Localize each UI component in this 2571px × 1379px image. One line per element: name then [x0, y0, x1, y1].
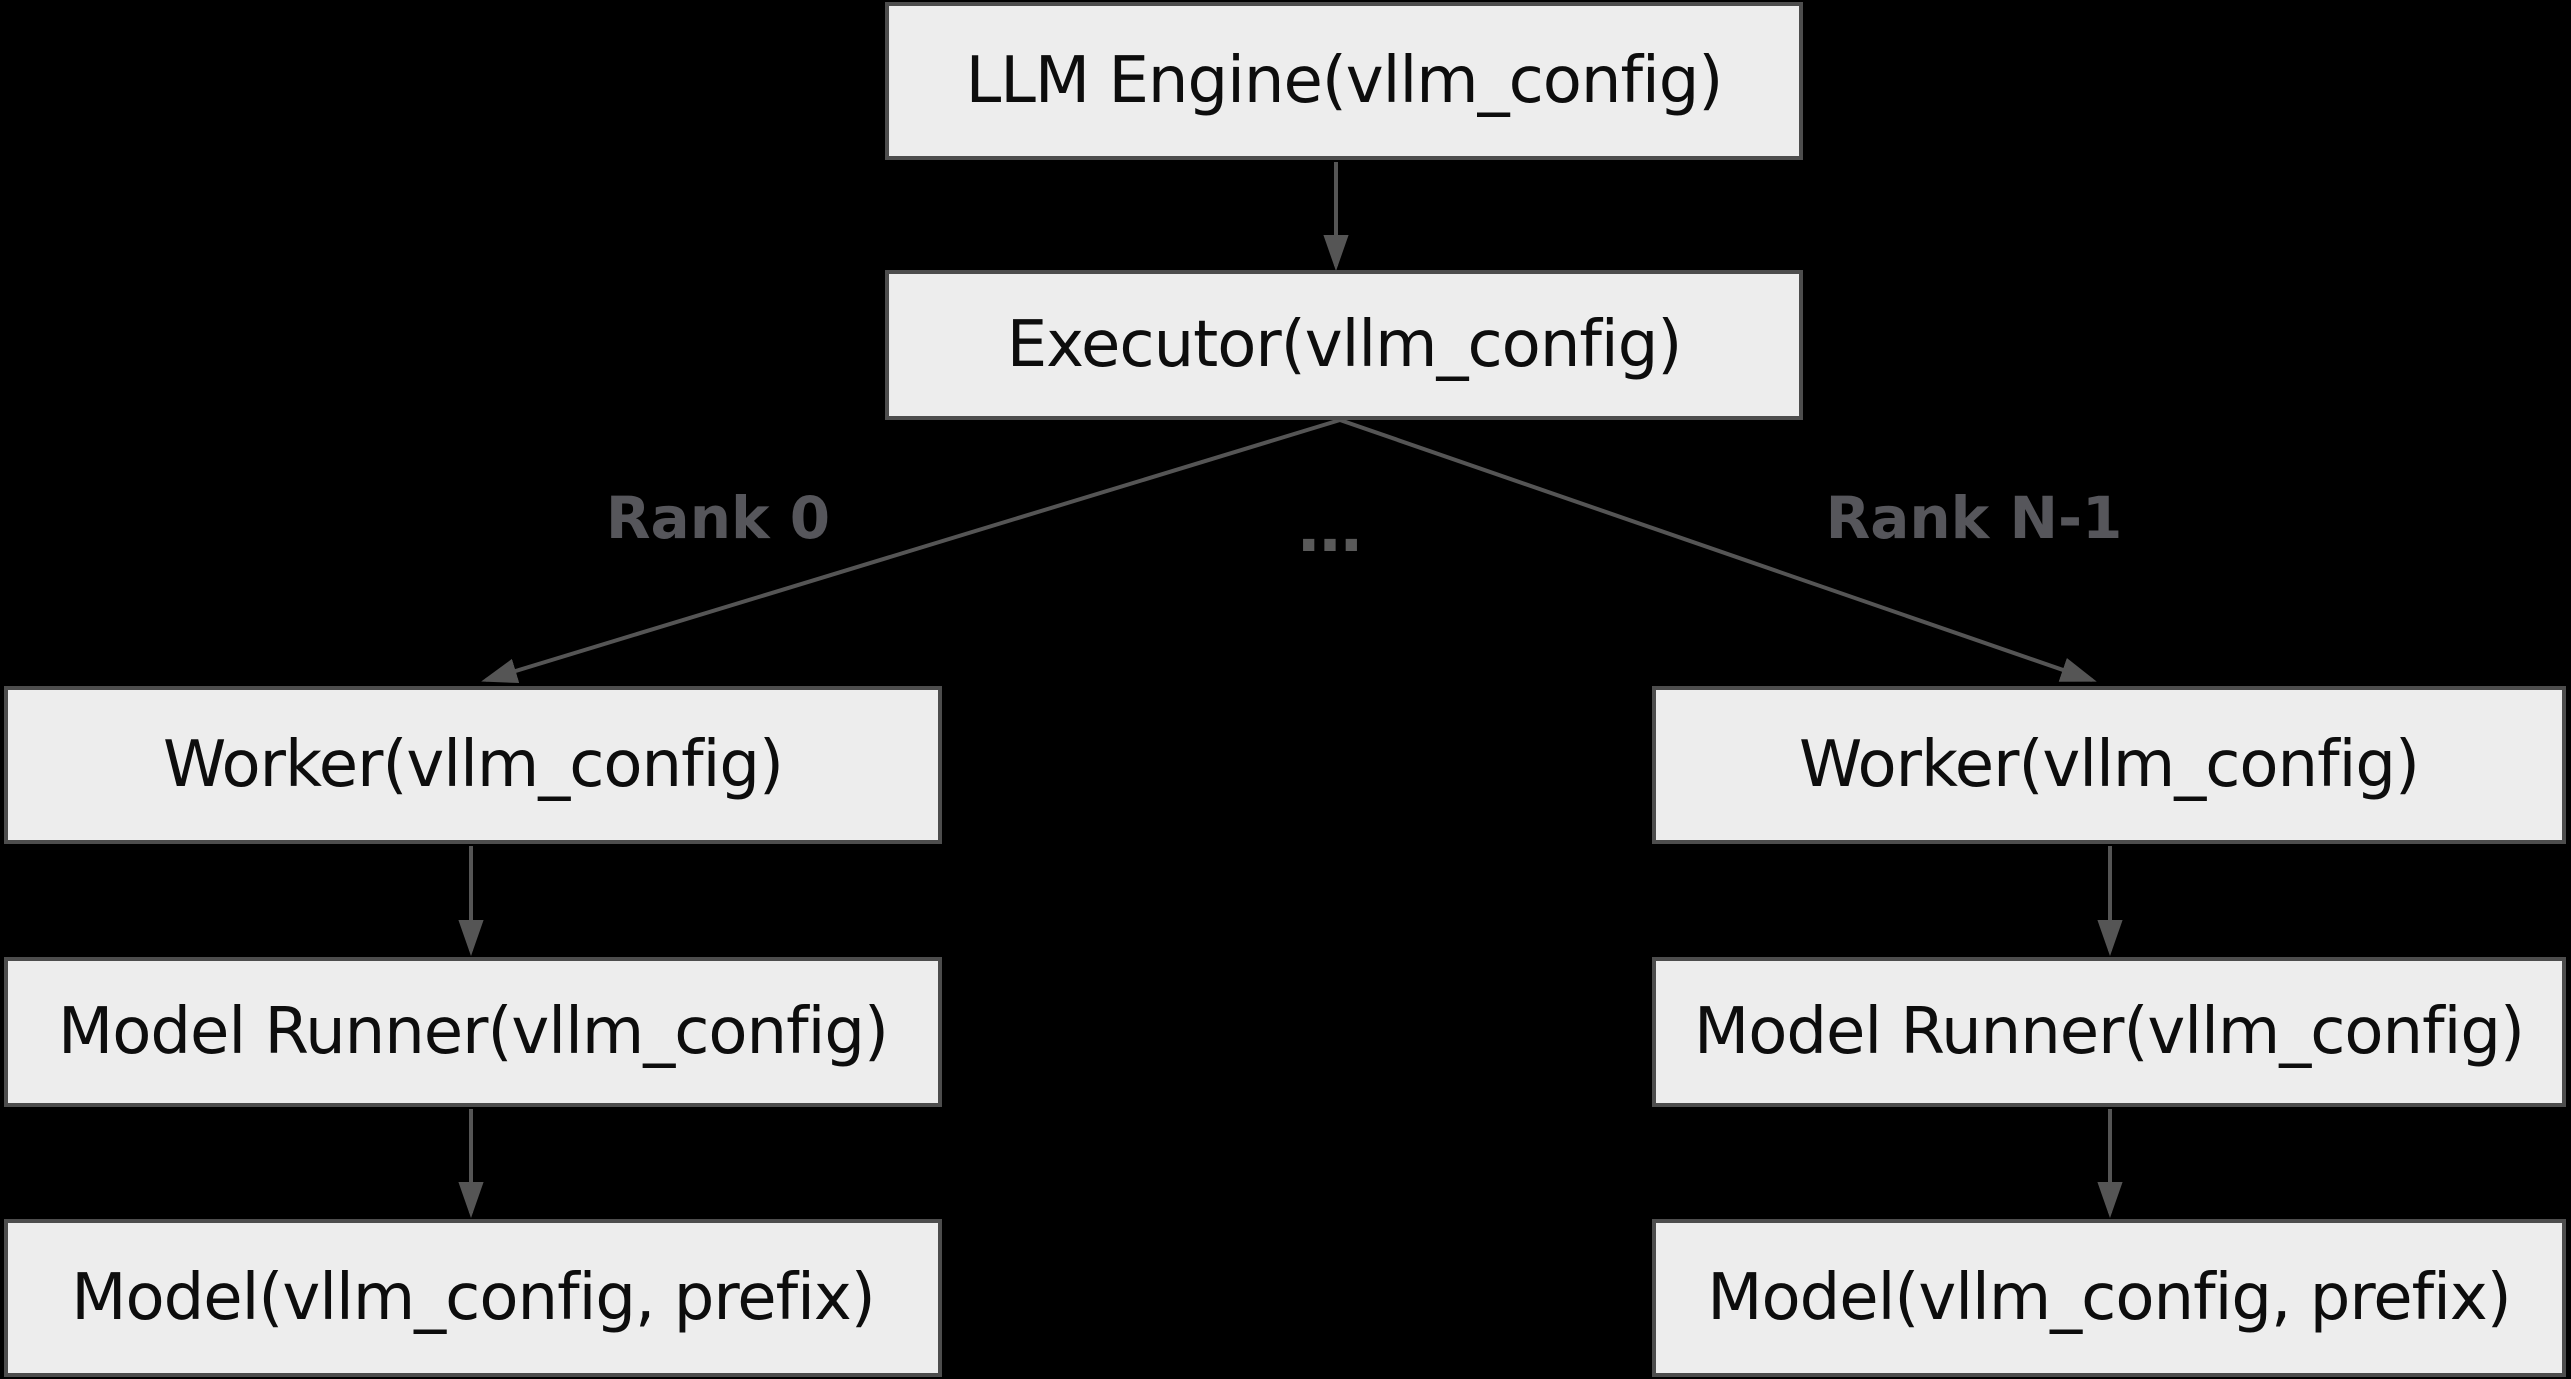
edge-label-rank-0: Rank 0	[605, 484, 831, 552]
edge-label-rank-n-1: Rank N-1	[1825, 484, 2123, 552]
node-model-rankn-label: Model(vllm_config, prefix)	[1707, 1261, 2511, 1335]
node-model-runner-rankn-label: Model Runner(vllm_config)	[1693, 995, 2525, 1069]
node-model-rank0-label: Model(vllm_config, prefix)	[71, 1261, 875, 1335]
node-model-runner-rank0: Model Runner(vllm_config)	[4, 957, 942, 1107]
edge-executor-to-worker-right	[1339, 418, 2097, 682]
edge-executor-to-worker-left	[481, 418, 1341, 684]
node-llm-engine-label: LLM Engine(vllm_config)	[965, 44, 1724, 118]
node-executor: Executor(vllm_config)	[885, 270, 1803, 420]
node-worker-rank0: Worker(vllm_config)	[4, 686, 942, 844]
node-model-rank0: Model(vllm_config, prefix)	[4, 1219, 942, 1377]
node-llm-engine: LLM Engine(vllm_config)	[885, 2, 1803, 160]
edge-label-ellipsis: …	[1298, 493, 1362, 567]
node-worker-rankn-label: Worker(vllm_config)	[1798, 728, 2420, 802]
node-model-runner-rank0-label: Model Runner(vllm_config)	[57, 995, 889, 1069]
node-model-runner-rankn: Model Runner(vllm_config)	[1652, 957, 2566, 1107]
node-executor-label: Executor(vllm_config)	[1006, 308, 1683, 382]
node-worker-rank0-label: Worker(vllm_config)	[162, 728, 784, 802]
node-model-rankn: Model(vllm_config, prefix)	[1652, 1219, 2566, 1377]
node-worker-rankn: Worker(vllm_config)	[1652, 686, 2566, 844]
